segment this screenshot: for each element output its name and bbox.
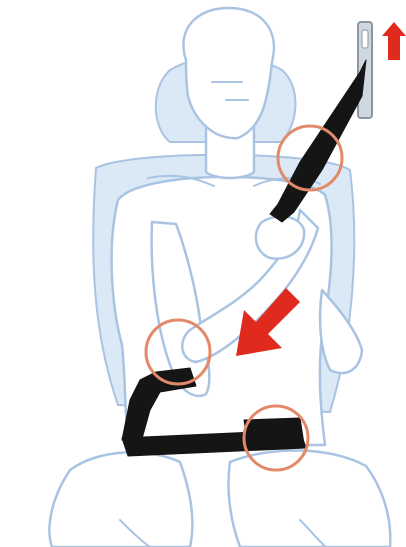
right-hand — [256, 216, 304, 258]
up-arrow-icon — [382, 22, 406, 60]
anchor-slot — [362, 30, 368, 48]
right-thigh — [228, 450, 390, 547]
left-thigh — [49, 452, 192, 547]
buckle — [244, 418, 304, 446]
